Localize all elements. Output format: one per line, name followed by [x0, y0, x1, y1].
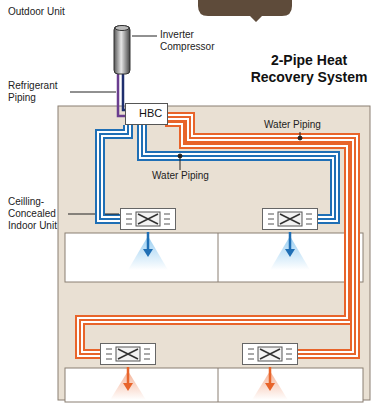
diagram-title: 2-Pipe Heat Recovery System [248, 52, 370, 86]
indoor-unit [101, 344, 156, 365]
cool-airflow [128, 232, 310, 270]
refrigerant-pipe [118, 72, 125, 116]
node-text: HBC [139, 107, 163, 120]
warm-airflow [110, 367, 288, 400]
room-wall [218, 368, 219, 402]
part-label: Ceilling-Concealed Indoor Unit [8, 196, 68, 232]
lower-rooms [65, 368, 363, 402]
compressor-top [115, 26, 129, 31]
part-label: Inverter Compressor [160, 29, 230, 53]
upper-rooms [65, 233, 363, 282]
inverter-compressor [114, 26, 130, 74]
building [58, 106, 370, 400]
header-tab [198, 0, 292, 22]
hbc-box: HBC [125, 103, 168, 125]
room-wall [218, 233, 219, 282]
indoor-unit [121, 209, 176, 230]
water-pipe-hot [80, 117, 355, 354]
indoor-unit [243, 344, 298, 365]
part-label: Water Piping [262, 119, 323, 131]
part-label: Water Piping [150, 170, 211, 182]
part-label: Outdoor Unit [8, 6, 98, 18]
indoor-unit [263, 209, 318, 230]
part-label: Refrigerant Piping [8, 80, 70, 104]
